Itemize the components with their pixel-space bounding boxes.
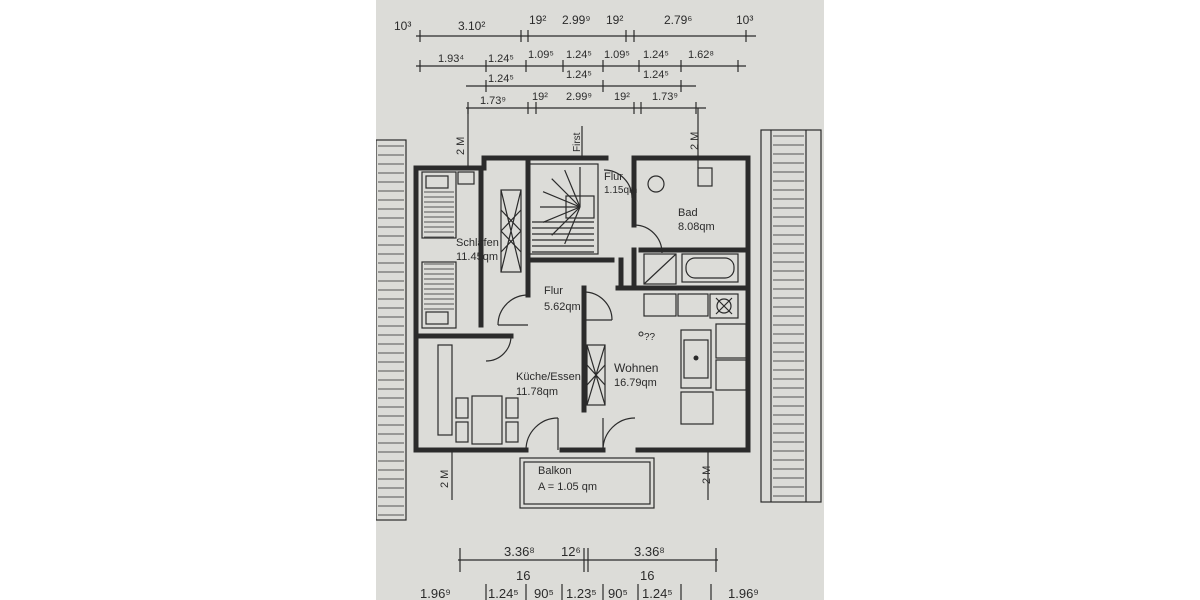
room-balkon-name: Balkon xyxy=(538,465,572,477)
walls xyxy=(413,155,751,453)
dim-bottom-2: 12⁶ xyxy=(561,544,581,559)
room-kueche-name: Küche/Essen xyxy=(516,371,581,383)
dim-bottom2-4: 1.23⁵ xyxy=(566,586,597,600)
staircase xyxy=(527,163,599,255)
cabinets xyxy=(500,189,606,406)
dim-bottom-1: 3.36⁸ xyxy=(504,544,535,559)
room-flur-area: 5.62qm xyxy=(544,301,581,313)
marker-2m-top-left: 2 M xyxy=(455,137,467,155)
dim-row4-3: 2.99⁹ xyxy=(566,91,592,103)
top-dimension-lines xyxy=(416,30,756,114)
marker-first: First xyxy=(572,132,583,152)
dim-bottom2-5: 90⁵ xyxy=(608,586,628,600)
living-furniture xyxy=(437,293,747,445)
room-labels: Schlafen 11.45qm Flur 1.15qm Bad 8.08qm … xyxy=(456,171,715,493)
dim-row2-5: 1.09⁵ xyxy=(604,49,630,61)
door-swings xyxy=(485,169,663,451)
room-flur-small-name: Flur xyxy=(604,171,623,183)
floor-plan-sheet: 10³ 3.10² 19² 2.99⁹ 19² 2.79⁶ 10³ 1.93⁴ … xyxy=(376,0,824,600)
dim-row3-1: 1.24⁵ xyxy=(488,73,514,85)
dim-row3-3: 1.24⁵ xyxy=(643,69,669,81)
room-bad-name: Bad xyxy=(678,207,698,219)
room-wohnen-name: Wohnen xyxy=(614,361,658,375)
dim-top-5: 19² xyxy=(606,13,623,27)
dim-bottom2-7: 1.96⁹ xyxy=(728,586,759,600)
dim-row2-4: 1.24⁵ xyxy=(566,49,592,61)
marker-2m-top-right: 2 M xyxy=(689,132,701,150)
dim-top-3: 19² xyxy=(529,13,546,27)
dim-bottom2-1: 1.96⁹ xyxy=(420,586,451,600)
roof-hatch-left xyxy=(376,139,407,521)
room-flur-name: Flur xyxy=(544,285,563,297)
bottom-dimension-labels: 3.36⁸ 12⁶ 3.36⁸ 16 16 1.96⁹ 1.24⁵ 90⁵ 1.… xyxy=(420,544,759,600)
floor-plan-drawing: 10³ 3.10² 19² 2.99⁹ 19² 2.79⁶ 10³ 1.93⁴ … xyxy=(376,13,822,600)
dim-bottom-sub-2: 16 xyxy=(640,568,654,583)
dim-row2-6: 1.24⁵ xyxy=(643,49,669,61)
dim-row2-2: 1.24⁵ xyxy=(488,53,514,65)
two-meter-markers: 2 M 2 M 2 M 2 M First xyxy=(439,108,713,500)
dim-row3-2: 1.24⁵ xyxy=(566,69,592,81)
top-dimension-labels: 10³ 3.10² 19² 2.99⁹ 19² 2.79⁶ 10³ 1.93⁴ … xyxy=(394,13,753,107)
room-schlafen-name: Schlafen xyxy=(456,237,499,249)
dim-top-2: 3.10² xyxy=(458,19,485,33)
room-schlafen-area: 11.45qm xyxy=(456,251,498,263)
room-balkon-area: A = 1.05 qm xyxy=(538,481,597,493)
balcony xyxy=(519,457,655,509)
room-wohnen-area: 16.79qm xyxy=(614,377,657,389)
dim-row4-2: 19² xyxy=(532,91,548,103)
dim-top-4: 2.99⁹ xyxy=(562,13,591,27)
dim-row4-1: 1.73⁹ xyxy=(480,95,506,107)
dim-bottom2-3: 90⁵ xyxy=(534,586,554,600)
dim-row2-1: 1.93⁴ xyxy=(438,53,464,65)
dim-bottom2-2: 1.24⁵ xyxy=(488,586,519,600)
dim-top-6: 2.79⁶ xyxy=(664,13,692,27)
dim-bottom2-6: 1.24⁵ xyxy=(642,586,673,600)
annotation-question: ?? xyxy=(644,332,656,343)
dim-row4-4: 19² xyxy=(614,91,630,103)
room-kueche-area: 11.78qm xyxy=(516,386,558,398)
dim-row4-5: 1.73⁹ xyxy=(652,91,678,103)
dim-top-7: 10³ xyxy=(736,13,753,27)
room-bad-area: 8.08qm xyxy=(678,221,715,233)
marker-2m-bottom-right: 2 M xyxy=(701,466,713,484)
bath-fixtures xyxy=(643,167,739,285)
roof-hatch-right xyxy=(760,129,822,503)
beds xyxy=(421,171,475,329)
dim-bottom-sub-1: 16 xyxy=(516,568,530,583)
dim-row2-3: 1.09⁵ xyxy=(528,49,554,61)
dim-row2-7: 1.62⁸ xyxy=(688,49,714,61)
dim-top-1: 10³ xyxy=(394,19,411,33)
marker-2m-bottom-left: 2 M xyxy=(439,470,451,488)
dim-bottom-3: 3.36⁸ xyxy=(634,544,665,559)
room-flur-small-area: 1.15qm xyxy=(604,185,637,196)
bottom-dimension-lines xyxy=(458,548,718,600)
